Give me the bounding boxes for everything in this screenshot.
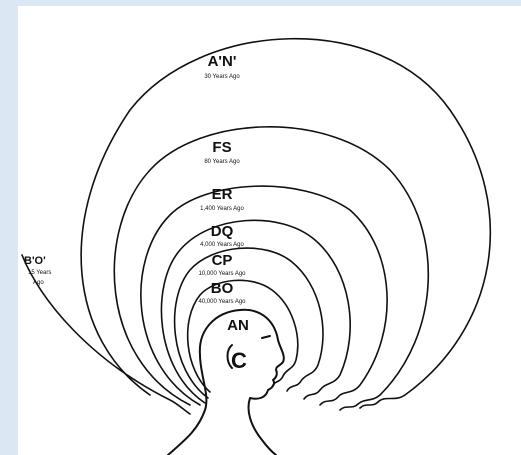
human-head-silhouette [167, 308, 285, 455]
eye-mark [261, 335, 271, 339]
ring-cp [173, 247, 324, 399]
caption-er: 1,400 Years Ago [200, 206, 244, 212]
ring-bo [186, 279, 299, 393]
ring-fs [113, 126, 430, 411]
caption-fs: 80 Years Ago [204, 159, 240, 165]
caption-an-prime: 30 Years Ago [204, 74, 240, 80]
diagram-paper [18, 6, 521, 455]
label-er: ER [212, 186, 233, 203]
ring-bo-prime [21, 254, 191, 415]
label-fs: FS [212, 139, 231, 156]
caption-dq: 4,000 Years Ago [200, 242, 244, 248]
ring-dq [160, 219, 351, 404]
left-margin-strip [0, 0, 18, 455]
label-dq: DQ [211, 223, 234, 240]
caption-bo-prime-1: 15 Years [28, 270, 51, 276]
label-bo: BO [211, 280, 234, 297]
caption-bo: 40,000 Years Ago [198, 299, 246, 305]
ear-mark [226, 344, 233, 369]
head-letter-c: C [231, 348, 247, 373]
label-an: AN [227, 317, 249, 334]
label-an-prime: A'N' [208, 53, 237, 70]
label-bo-prime: B'O' [24, 255, 46, 267]
caption-cp: 10,000 Years Ago [198, 271, 246, 277]
ring-er [140, 185, 388, 406]
ring-an-prime [80, 37, 491, 409]
top-margin-strip [0, 0, 521, 6]
label-cp: CP [212, 252, 233, 269]
caption-bo-prime-2: Ago [33, 280, 44, 286]
